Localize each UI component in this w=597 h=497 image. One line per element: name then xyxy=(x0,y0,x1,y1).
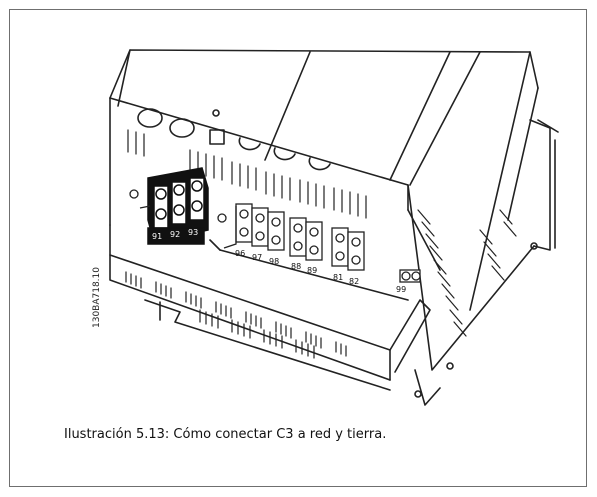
mains-terminal-block xyxy=(147,167,209,245)
terminal-88-label: 88 xyxy=(291,262,301,271)
terminal-96-label: 96 xyxy=(235,249,245,258)
terminal-89-label: 89 xyxy=(307,266,317,275)
terminal-81-label: 81 xyxy=(333,273,343,282)
terminal-93-label: 93 xyxy=(188,228,198,237)
terminal-92-label: 92 xyxy=(170,230,180,239)
drive-illustration: 91 92 93 96 97 98 88 89 81 82 99 xyxy=(109,49,559,406)
terminal-98-label: 98 xyxy=(269,257,279,266)
terminal-97-label: 97 xyxy=(252,253,262,262)
terminal-82-label: 82 xyxy=(349,277,359,286)
figure-caption: Ilustración 5.13: Cómo conectar C3 a red… xyxy=(64,427,387,442)
figure-frame: 91 92 93 96 97 98 88 89 81 82 99 130BA71… xyxy=(9,9,587,487)
figure-code: 130BA718.10 xyxy=(92,266,102,328)
terminal-91-label: 91 xyxy=(152,232,162,241)
terminal-99-label: 99 xyxy=(396,285,406,294)
